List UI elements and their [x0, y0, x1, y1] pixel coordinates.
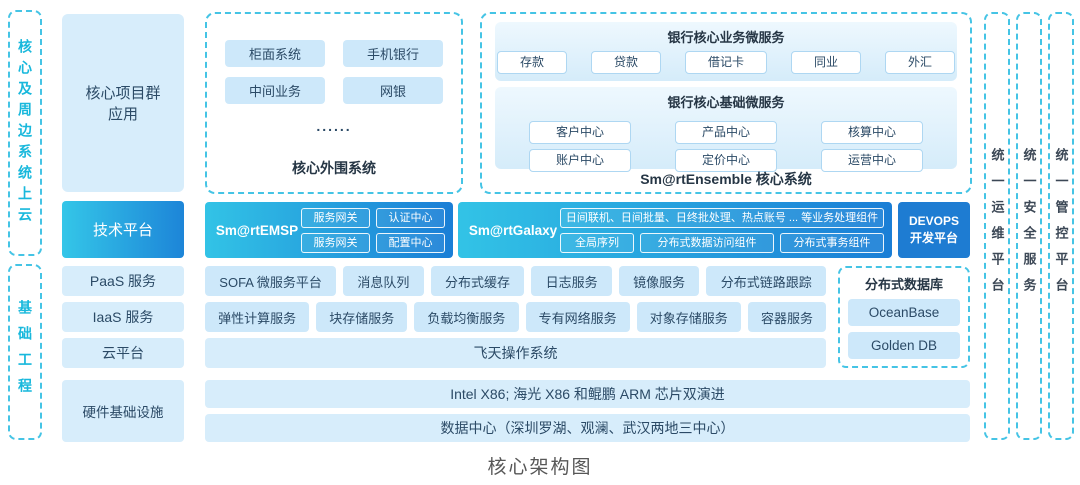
right-rail-unified-control-platform: 统一管控平台 [1048, 12, 1074, 440]
base-chip: 核算中心 [821, 121, 924, 144]
business-microservices-box: 银行核心业务微服务 存款 贷款 借记卡 同业 外汇 [495, 22, 957, 81]
emsp-chip: 服务网关 [301, 207, 370, 228]
distributed-database-box: 分布式数据库 OceanBase Golden DB [838, 266, 970, 368]
peripheral-systems-box: 柜面系统 手机银行 中间业务 网银 ...... 核心外围系统 [205, 12, 463, 194]
business-chip: 外汇 [885, 51, 956, 74]
business-chip: 存款 [496, 51, 567, 74]
iaas-chip: 对象存储服务 [636, 302, 741, 332]
galaxy-chip: 全局序列 [560, 232, 634, 253]
right-rail-label: 统一安全服务 [1021, 148, 1037, 304]
right-rail-label: 统一管控平台 [1053, 148, 1069, 304]
apsara-os-bar: 飞天操作系统 [205, 338, 826, 368]
paas-services-row: SOFA 微服务平台 消息队列 分布式缓存 日志服务 镜像服务 分布式链路跟踪 [205, 266, 827, 296]
base-chip: 运营中心 [821, 149, 924, 172]
data-center-bar: 数据中心（深圳罗湖、观澜、武汉两地三中心） [205, 414, 970, 442]
emsp-chip: 配置中心 [376, 232, 445, 253]
business-chip: 借记卡 [684, 51, 767, 74]
ellipsis-text: ...... [316, 118, 352, 134]
base-microservices-title: 银行核心基础微服务 [667, 95, 785, 110]
left-rail-infrastructure: 基础工程 [8, 264, 42, 440]
iaas-chip: 块存储服务 [316, 302, 408, 332]
galaxy-chip: 分布式数据访问组件 [640, 232, 774, 253]
base-chip: 客户中心 [528, 121, 631, 144]
right-rail-unified-security-service: 统一安全服务 [1016, 12, 1042, 440]
peripheral-chip-row: 柜面系统 手机银行 [225, 40, 443, 67]
business-microservices-title: 银行核心业务微服务 [667, 30, 785, 45]
iaas-chip: 容器服务 [747, 302, 827, 332]
paas-chip: 日志服务 [531, 266, 612, 296]
ensemble-core-system-box: 银行核心业务微服务 存款 贷款 借记卡 同业 外汇 银行核心基础微服务 客户中心… [480, 12, 972, 194]
emsp-chip: 认证中心 [376, 207, 445, 228]
paas-label-box: PaaS 服务 [62, 266, 184, 296]
ensemble-box-label: Sm@rtEnsemble 核心系统 [640, 171, 812, 187]
paas-chip: 分布式链路跟踪 [706, 266, 827, 296]
paas-chip: 分布式缓存 [430, 266, 525, 296]
base-microservices-box: 银行核心基础微服务 客户中心 产品中心 核算中心 账户中心 定价中心 运营中心 [495, 87, 957, 172]
iaas-label-box: IaaS 服务 [62, 302, 184, 332]
peripheral-chip-row: 中间业务 网银 [225, 77, 443, 104]
base-chip: 定价中心 [674, 149, 777, 172]
smartgalaxy-box: Sm@rtGalaxy 日间联机、日间批量、日终批处理、热点账号 ... 等业务… [458, 202, 892, 258]
paas-chip: 消息队列 [343, 266, 424, 296]
peripheral-chip: 手机银行 [343, 40, 443, 67]
business-chip: 同业 [791, 51, 862, 74]
smartgalaxy-label: Sm@rtGalaxy [468, 222, 558, 238]
base-chip-row: 账户中心 定价中心 运营中心 [528, 149, 924, 172]
peripheral-box-label: 核心外围系统 [292, 160, 376, 176]
iaas-chip: 专有网络服务 [525, 302, 630, 332]
business-chip-row: 存款 贷款 借记卡 同业 外汇 [496, 51, 956, 74]
smartgalaxy-chip-column: 日间联机、日间批量、日终批处理、热点账号 ... 等业务处理组件 全局序列 分布… [560, 207, 884, 253]
base-chip-row: 客户中心 产品中心 核算中心 [528, 121, 924, 144]
galaxy-batch-chip: 日间联机、日间批量、日终批处理、热点账号 ... 等业务处理组件 [560, 207, 884, 228]
tech-platform-box: 技术平台 [62, 201, 184, 258]
business-chip: 贷款 [590, 51, 661, 74]
iaas-services-row: 弹性计算服务 块存储服务 负载均衡服务 专有网络服务 对象存储服务 容器服务 [205, 302, 827, 332]
database-chip: Golden DB [848, 332, 960, 359]
peripheral-chip: 网银 [343, 77, 443, 104]
iaas-chip: 弹性计算服务 [205, 302, 310, 332]
smartemsp-label: Sm@rtEMSP [215, 222, 299, 238]
paas-chip: SOFA 微服务平台 [205, 266, 337, 296]
smartemsp-box: Sm@rtEMSP 服务网关 认证中心 服务网关 配置中心 [205, 202, 453, 258]
right-rail-label: 统一运维平台 [989, 148, 1005, 304]
hardware-label-box: 硬件基础设施 [62, 380, 184, 442]
right-rail-unified-ops-platform: 统一运维平台 [984, 12, 1010, 440]
emsp-chip: 服务网关 [301, 232, 370, 253]
iaas-chip: 负载均衡服务 [414, 302, 519, 332]
paas-chip: 镜像服务 [618, 266, 700, 296]
chip-evolution-bar: Intel X86; 海光 X86 和鲲鹏 ARM 芯片双演进 [205, 380, 970, 408]
base-chip: 账户中心 [528, 149, 631, 172]
peripheral-chip: 中间业务 [225, 77, 325, 104]
left-rail-core-systems-to-cloud: 核心及周边系统上云 [8, 10, 42, 256]
left-rail-label: 基础工程 [17, 300, 33, 404]
app-group-box: 核心项目群 应用 [62, 14, 184, 192]
left-rail-label: 核心及周边系统上云 [17, 38, 33, 228]
devops-platform-box: DEVOPS 开发平台 [898, 202, 970, 258]
database-chip: OceanBase [848, 299, 960, 326]
galaxy-chip-row: 全局序列 分布式数据访问组件 分布式事务组件 [560, 232, 884, 253]
galaxy-chip: 分布式事务组件 [779, 232, 884, 253]
peripheral-chip: 柜面系统 [225, 40, 325, 67]
base-chip: 产品中心 [674, 121, 777, 144]
cloud-label-box: 云平台 [62, 338, 184, 368]
distributed-database-title: 分布式数据库 [864, 277, 943, 292]
smartemsp-chip-grid: 服务网关 认证中心 服务网关 配置中心 [301, 207, 445, 253]
diagram-title: 核心架构图 [487, 457, 593, 478]
